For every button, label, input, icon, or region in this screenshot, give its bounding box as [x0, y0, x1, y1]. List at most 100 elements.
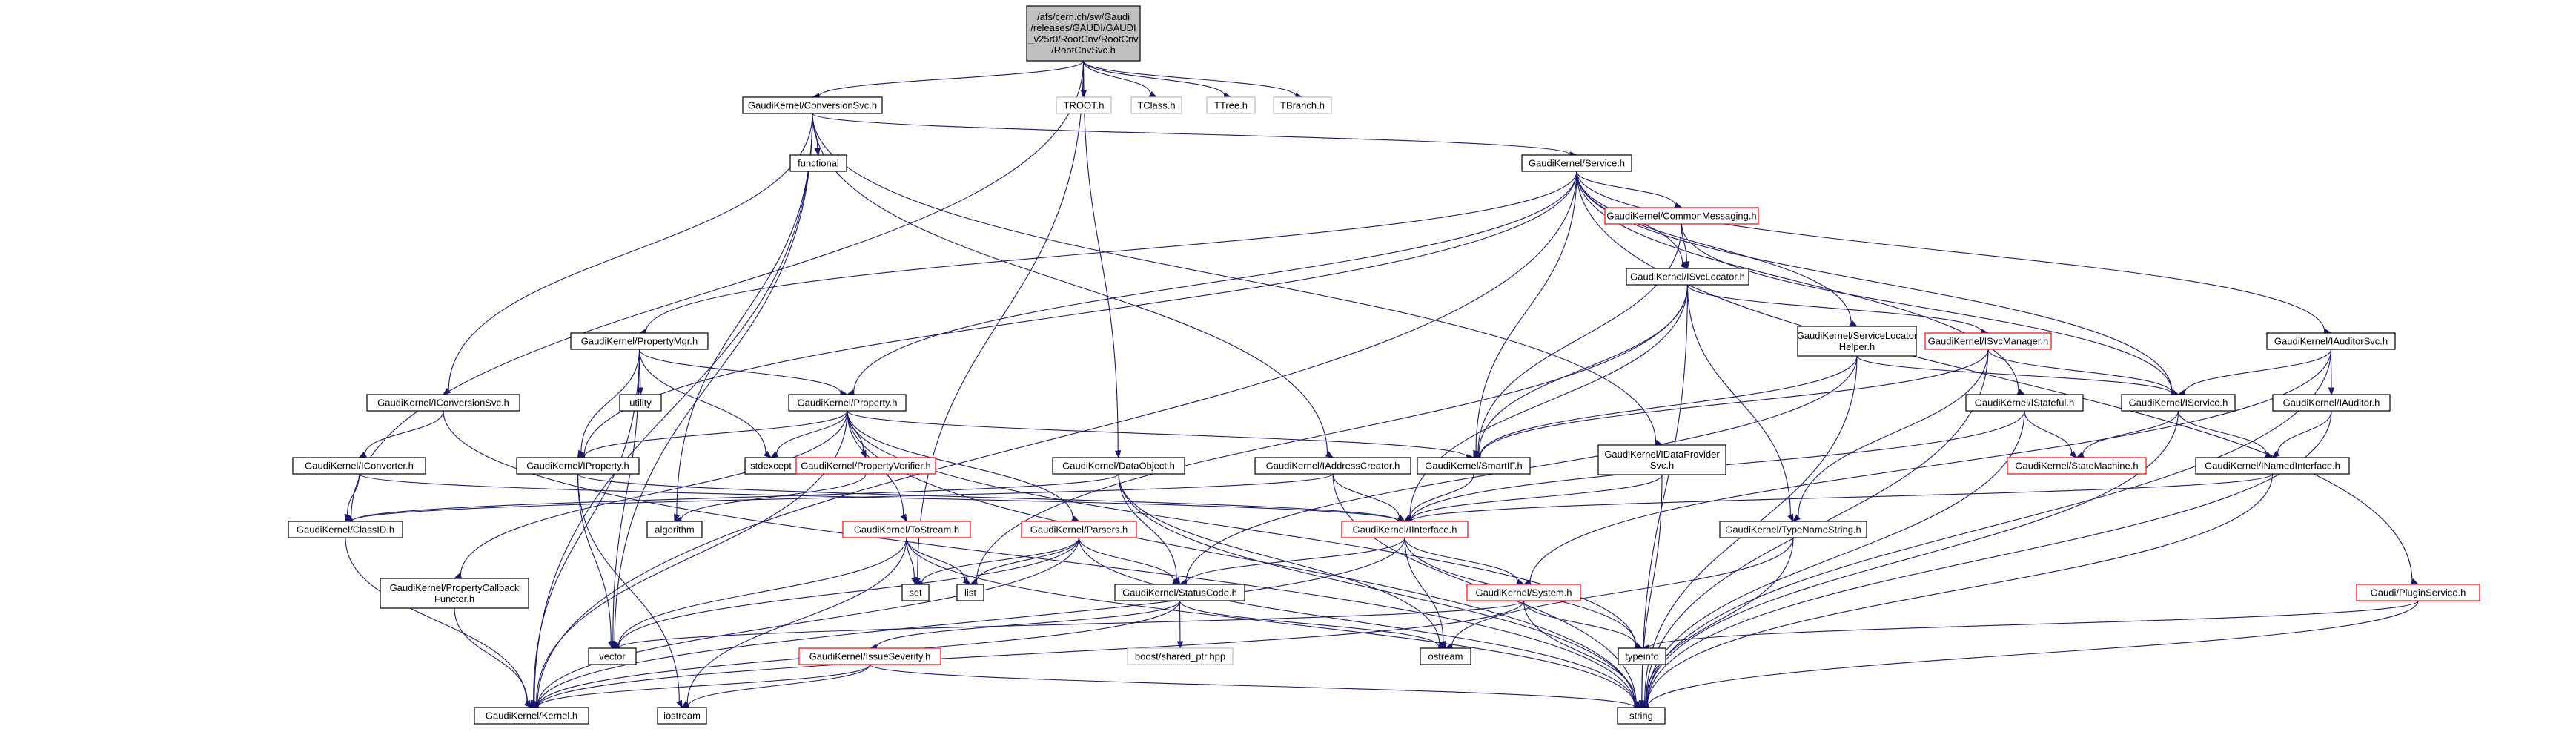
dependency-edge-conv-to-algorithm: [674, 113, 813, 523]
node-ostream[interactable]: ostream: [1420, 647, 1471, 665]
node-service[interactable]: GaudiKernel/Service.h: [1521, 154, 1632, 172]
node-iauditor[interactable]: GaudiKernel/IAuditor.h: [2272, 394, 2391, 412]
node-label-propcallback: GaudiKernel/PropertyCallback: [390, 582, 520, 593]
node-property[interactable]: GaudiKernel/Property.h: [788, 394, 907, 412]
dependency-edge-isvcloc-to-typenamestring: [1686, 284, 1794, 523]
node-label-vector: vector: [599, 651, 626, 662]
dependency-edge-iinterface-to-ostream: [1404, 537, 1446, 650]
dependency-edge-pluginservice-to-typeinfo: [1640, 600, 2419, 651]
node-istateful[interactable]: GaudiKernel/IStateful.h: [1965, 394, 2084, 412]
node-kernel[interactable]: GaudiKernel/Kernel.h: [474, 707, 589, 725]
node-list[interactable]: list: [956, 584, 984, 601]
node-box-propverifier: [795, 457, 936, 475]
node-box-iauditor: [2272, 394, 2391, 412]
node-set[interactable]: set: [901, 584, 930, 601]
node-string[interactable]: string: [1617, 707, 1666, 725]
node-issueseverity[interactable]: GaudiKernel/IssueSeverity.h: [798, 647, 941, 665]
node-label-service: GaudiKernel/Service.h: [1529, 158, 1625, 169]
node-iconvsvc[interactable]: GaudiKernel/IConversionSvc.h: [366, 394, 520, 412]
dependency-edge-root-to-dataobject: [1082, 60, 1122, 459]
dependency-edge-isvcloc-to-list: [969, 284, 1689, 585]
node-vector[interactable]: vector: [588, 647, 637, 665]
node-dataobject[interactable]: GaudiKernel/DataObject.h: [1052, 457, 1185, 475]
node-tclass: TClass.h: [1130, 96, 1182, 114]
node-iostream[interactable]: iostream: [657, 707, 707, 725]
dependency-edge-propmgr-to-property: [638, 349, 849, 397]
node-label-propmgr: GaudiKernel/PropertyMgr.h: [581, 336, 698, 347]
node-label-root: _v25r0/RootCnv/RootCnv: [1027, 33, 1139, 44]
node-label-root: /RootCnvSvc.h: [1051, 44, 1116, 56]
node-system[interactable]: GaudiKernel/System.h: [1466, 584, 1581, 601]
node-box-vector: [588, 647, 637, 665]
dependency-edge-iinterface-to-statuscode: [1179, 537, 1405, 587]
dependency-edge-istateful-to-statemachine: [2024, 410, 2078, 458]
node-pluginservice[interactable]: Gaudi/PluginService.h: [2356, 584, 2480, 601]
node-isvcmgr[interactable]: GaudiKernel/ISvcManager.h: [1924, 332, 2052, 350]
node-box-typeinfo: [1618, 647, 1666, 665]
dependency-edge-dataobject-to-classid: [344, 473, 1119, 524]
node-label-boostsp: boost/shared_ptr.hpp: [1135, 651, 1225, 662]
node-box-tostream: [842, 521, 971, 538]
node-statuscode[interactable]: GaudiKernel/StatusCode.h: [1114, 584, 1245, 601]
dependency-edge-property-to-stdexcept: [769, 410, 848, 458]
node-label-classid: GaudiKernel/ClassID.h: [297, 524, 394, 535]
node-box-idataprovider: [1597, 444, 1726, 475]
node-label-root: /afs/cern.ch/sw/Gaudi: [1037, 11, 1130, 22]
node-propmgr[interactable]: GaudiKernel/PropertyMgr.h: [570, 332, 709, 350]
node-tostream[interactable]: GaudiKernel/ToStream.h: [842, 521, 971, 538]
node-troot: TROOT.h: [1056, 96, 1112, 114]
node-label-set: set: [909, 587, 922, 599]
node-box-string: [1617, 707, 1666, 725]
node-box-iostream: [657, 707, 707, 725]
node-box-ostream: [1420, 647, 1471, 665]
node-label-iproperty: GaudiKernel/IProperty.h: [526, 461, 629, 472]
node-label-property: GaudiKernel/Property.h: [798, 398, 898, 409]
node-classid[interactable]: GaudiKernel/ClassID.h: [288, 521, 403, 538]
node-box-propmgr: [570, 332, 709, 350]
dependency-edge-propmgr-to-iproperty: [577, 349, 640, 459]
node-box-svclochelper: [1797, 326, 1917, 357]
dependency-edge-service-to-smartif: [1473, 171, 1577, 459]
dependency-edge-iauditor-to-string: [1640, 410, 2332, 708]
node-label-stdexcept: stdexcept: [750, 461, 792, 472]
node-isvcloc[interactable]: GaudiKernel/ISvcLocator.h: [1626, 268, 1749, 286]
node-algorithm[interactable]: algorithm: [646, 521, 703, 538]
node-iconverter[interactable]: GaudiKernel/IConverter.h: [292, 457, 426, 475]
node-label-iauditorsvc: GaudiKernel/IAuditorSvc.h: [2274, 336, 2388, 347]
node-iservice[interactable]: GaudiKernel/IService.h: [2121, 394, 2236, 412]
dependency-edge-conv-to-service: [812, 113, 1578, 158]
node-commsg[interactable]: GaudiKernel/CommonMessaging.h: [1604, 207, 1759, 225]
node-iaddrcreator[interactable]: GaudiKernel/IAddressCreator.h: [1254, 457, 1411, 475]
node-inamedif[interactable]: GaudiKernel/INamedInterface.h: [2195, 457, 2350, 475]
node-utility[interactable]: utility: [619, 394, 662, 412]
dependency-edge-iauditor-to-inamedif: [2271, 410, 2332, 458]
dependency-edge-tostream-to-string: [906, 537, 1643, 709]
node-root: /afs/cern.ch/sw/Gaudi/releases/GAUDI/GAU…: [1026, 5, 1141, 62]
node-label-issueseverity: GaudiKernel/IssueSeverity.h: [809, 651, 931, 662]
node-iinterface[interactable]: GaudiKernel/IInterface.h: [1341, 521, 1469, 538]
node-functional[interactable]: functional: [789, 154, 847, 172]
node-parsers[interactable]: GaudiKernel/Parsers.h: [1021, 521, 1137, 538]
node-label-pluginservice: Gaudi/PluginService.h: [2371, 587, 2466, 599]
node-iproperty[interactable]: GaudiKernel/IProperty.h: [516, 457, 640, 475]
node-conv[interactable]: GaudiKernel/ConversionSvc.h: [742, 96, 883, 114]
node-box-inamedif: [2195, 457, 2350, 475]
node-stdexcept[interactable]: stdexcept: [744, 457, 798, 475]
node-typenamestring[interactable]: GaudiKernel/TypeNameString.h: [1719, 521, 1867, 538]
node-box-algorithm: [646, 521, 703, 538]
node-box-istateful: [1965, 394, 2084, 412]
node-box-iservice: [2121, 394, 2236, 412]
node-iauditorsvc[interactable]: GaudiKernel/IAuditorSvc.h: [2266, 332, 2396, 350]
node-label-smartif: GaudiKernel/SmartIF.h: [1425, 461, 1523, 472]
node-label-iaddrcreator: GaudiKernel/IAddressCreator.h: [1266, 461, 1400, 472]
node-typeinfo[interactable]: typeinfo: [1618, 647, 1666, 665]
node-statemachine[interactable]: GaudiKernel/StateMachine.h: [2007, 457, 2147, 475]
dependency-edge-iproperty-to-iostream: [577, 473, 683, 709]
node-smartif[interactable]: GaudiKernel/SmartIF.h: [1417, 457, 1531, 475]
dependency-edge-isvcmgr-to-typenamestring: [1792, 349, 1989, 522]
dependency-edge-iauditorsvc-to-iservice: [2177, 349, 2332, 396]
node-propverifier[interactable]: GaudiKernel/PropertyVerifier.h: [795, 457, 936, 475]
